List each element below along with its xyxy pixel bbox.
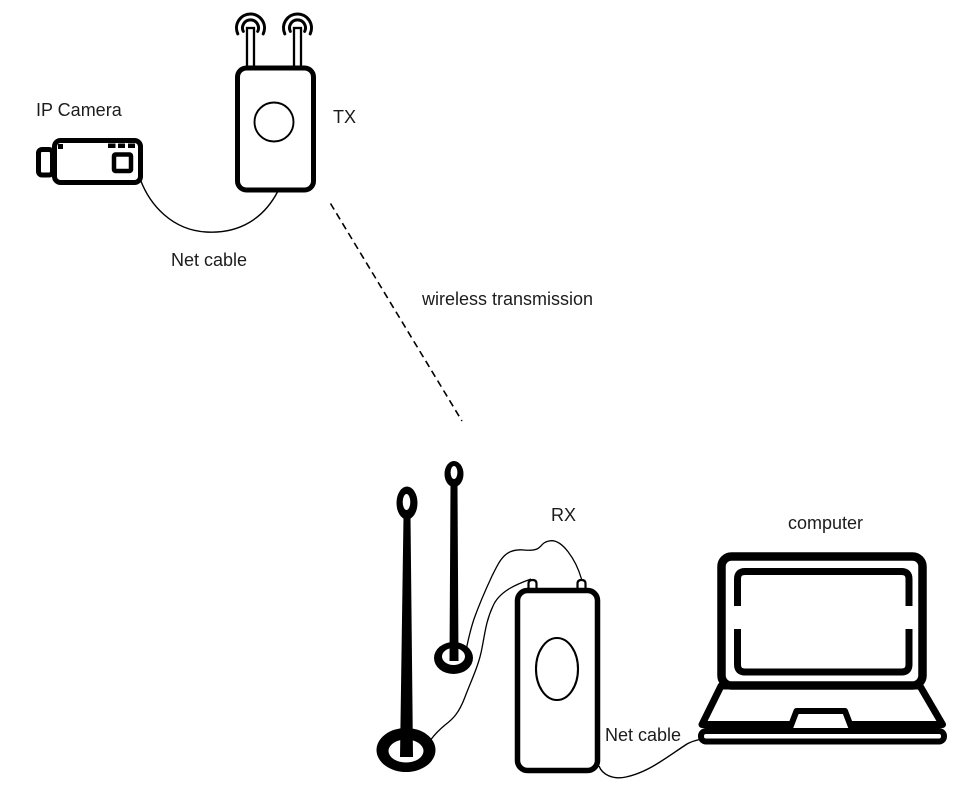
rx-label: RX <box>551 505 577 525</box>
camera-vent-dashes <box>108 143 135 148</box>
computer-label: computer <box>788 513 864 533</box>
external-antenna-tall-icon <box>376 486 436 772</box>
camera-port <box>111 152 134 174</box>
wireless-transmission-dashed-line <box>329 203 463 422</box>
cable-rx-to-tall-antenna <box>430 578 532 740</box>
cable-rx-to-short-antenna <box>465 540 583 649</box>
tx-button-circle <box>253 101 295 143</box>
tx-body <box>235 65 316 193</box>
laptop-base-bar <box>698 728 947 745</box>
rx-antenna-connector-right <box>576 578 587 590</box>
tx-antenna-left <box>245 26 256 73</box>
cctv-camera-icon <box>36 138 143 185</box>
laptop-front-notch <box>787 708 855 730</box>
ip-camera-label: IP Camera <box>36 100 122 120</box>
net-cable-top-label: Net cable <box>171 250 248 270</box>
rx-antenna-connector-left <box>527 578 538 590</box>
wireless-receiver-icon <box>514 578 601 774</box>
laptop-screen <box>717 552 927 690</box>
wireless-transmission-label: wireless transmission <box>422 289 594 309</box>
external-antenna-short-icon <box>434 461 473 674</box>
camera-led-dot <box>58 144 63 149</box>
rx-oval <box>534 636 580 702</box>
antenna-pole <box>449 485 459 661</box>
net-cable-top-path <box>139 179 279 233</box>
laptop-icon <box>698 552 947 745</box>
net-cable-bottom-label: Net cable <box>605 725 682 745</box>
net-cable-bottom-path <box>598 738 703 779</box>
signal-waves-icon <box>235 12 313 36</box>
tx-antenna-right <box>292 26 303 73</box>
tx-label: TX <box>333 107 357 127</box>
antenna-pole <box>400 516 413 757</box>
rx-body <box>514 587 601 774</box>
wireless-transmitter-icon <box>235 12 316 193</box>
laptop-screen-bezel <box>734 568 913 676</box>
